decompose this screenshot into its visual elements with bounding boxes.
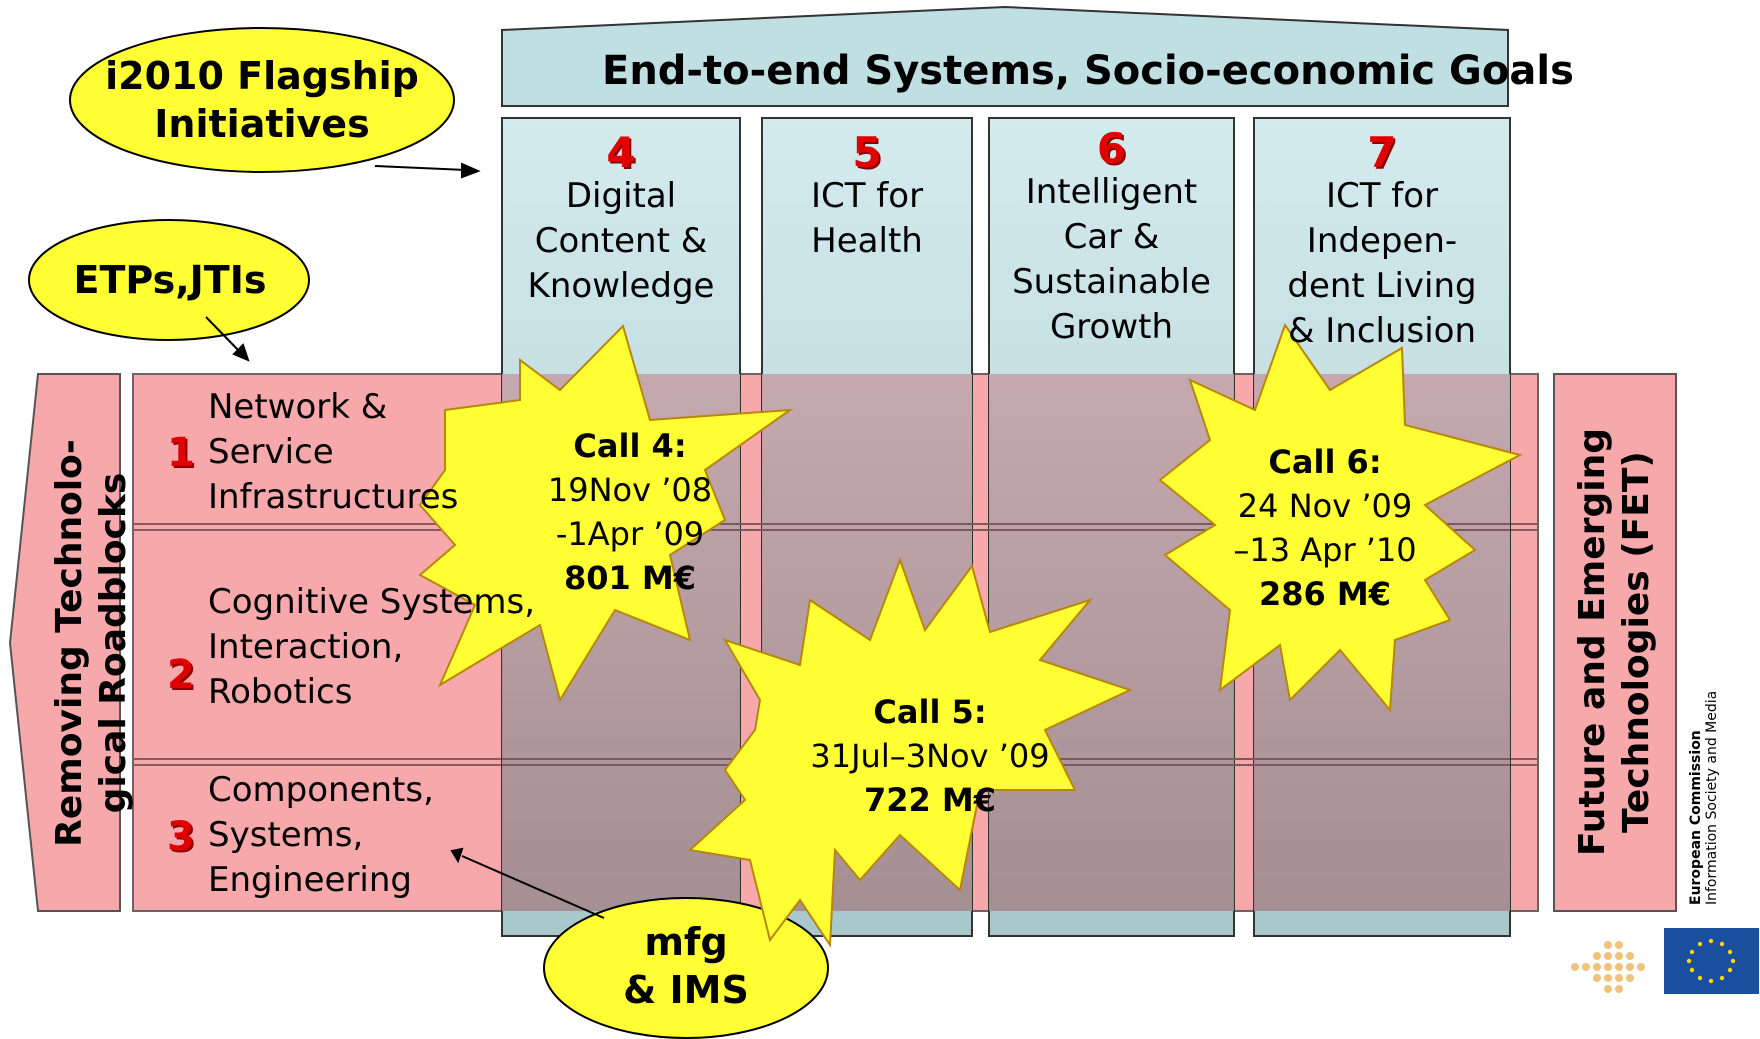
ec-line-1: European Commission [1688, 730, 1704, 905]
column-4-number: 4 [606, 128, 636, 177]
call-6-burst: Call 6: 24 Nov ’09 –13 Apr ’10 286 M€ [1205, 440, 1445, 616]
column-7-number: 7 [1367, 128, 1397, 177]
call-4-dates-2: -1Apr ’09 [555, 515, 705, 553]
column-5: 5 ICT for Health [762, 132, 972, 264]
call-5-dates-1: 31Jul–3Nov ’09 [810, 737, 1050, 775]
call-6-title: Call 6: [1268, 443, 1382, 481]
dots-logo [1571, 941, 1645, 993]
call-6-burst-shape [1158, 322, 1523, 713]
call-4-title: Call 4: [573, 427, 687, 465]
column-4-label: Digital Content & Knowledge [527, 176, 715, 306]
top-banner-shape [501, 5, 1509, 107]
call-4-burst-shape [418, 324, 794, 703]
call-6-dates-1: 24 Nov ’09 [1237, 487, 1413, 525]
call-5-burst: Call 5: 31Jul–3Nov ’09 722 M€ [790, 690, 1070, 822]
flagship-oval-label: i2010 Flagship Initiatives [105, 54, 419, 146]
row-3-number: 3 [167, 814, 195, 860]
mfg-oval-label: mfg & IMS [623, 920, 749, 1012]
row-1-number: 1 [167, 430, 195, 476]
eu-logo [1664, 928, 1759, 994]
column-6: 6 Intelligent Car & Sustainable Growth [989, 128, 1234, 350]
ec-logo-text: European Commission Information Society … [1688, 691, 1720, 905]
column-5-label: ICT for Health [810, 176, 924, 261]
column-6-label: Intelligent Car & Sustainable Growth [1012, 172, 1211, 347]
left-arrow-label: Removing Technolo- gical Roadblocks [49, 439, 134, 847]
ec-line-2: Information Society and Media [1704, 690, 1720, 905]
top-banner-label: End-to-end Systems, Socio-economic Goals [602, 48, 1574, 94]
left-arrow-shape [8, 373, 121, 912]
call-4-burst: Call 4: 19Nov ’08 -1Apr ’09 801 M€ [520, 424, 740, 600]
call-5-amount: 722 M€ [863, 781, 997, 819]
row-2-number: 2 [167, 652, 195, 698]
mfg-oval-shape [543, 897, 829, 1039]
column-7: 7 ICT for Indepen- dent Living & Inclusi… [1254, 132, 1510, 354]
etps-oval-shape [28, 219, 310, 341]
row-1-label: Network & Service Infrastructures [208, 387, 459, 517]
fet-box-shape [1553, 373, 1677, 912]
column-5-number: 5 [852, 128, 882, 177]
column-4: 4 Digital Content & Knowledge [502, 132, 740, 309]
column-7-label: ICT for Indepen- dent Living & Inclusion [1287, 176, 1477, 351]
column-6-number: 6 [1096, 124, 1127, 173]
row-2-label: Cognitive Systems, Interaction, Robotics [208, 582, 536, 712]
call-6-dates-2: –13 Apr ’10 [1233, 531, 1417, 569]
flagship-oval-shape [69, 27, 455, 173]
connector-arrows [205, 162, 605, 919]
etps-oval-label: ETPs,JTIs [73, 258, 267, 302]
call-5-burst-shape [687, 557, 1133, 949]
call-6-amount: 286 M€ [1258, 575, 1392, 613]
call-4-amount: 801 M€ [563, 559, 697, 597]
call-5-title: Call 5: [873, 693, 987, 731]
fet-label: Future and Emerging Technologies (FET) [1572, 428, 1657, 856]
row-3-label: Components, Systems, Engineering [208, 770, 434, 900]
call-4-dates-1: 19Nov ’08 [547, 471, 713, 509]
